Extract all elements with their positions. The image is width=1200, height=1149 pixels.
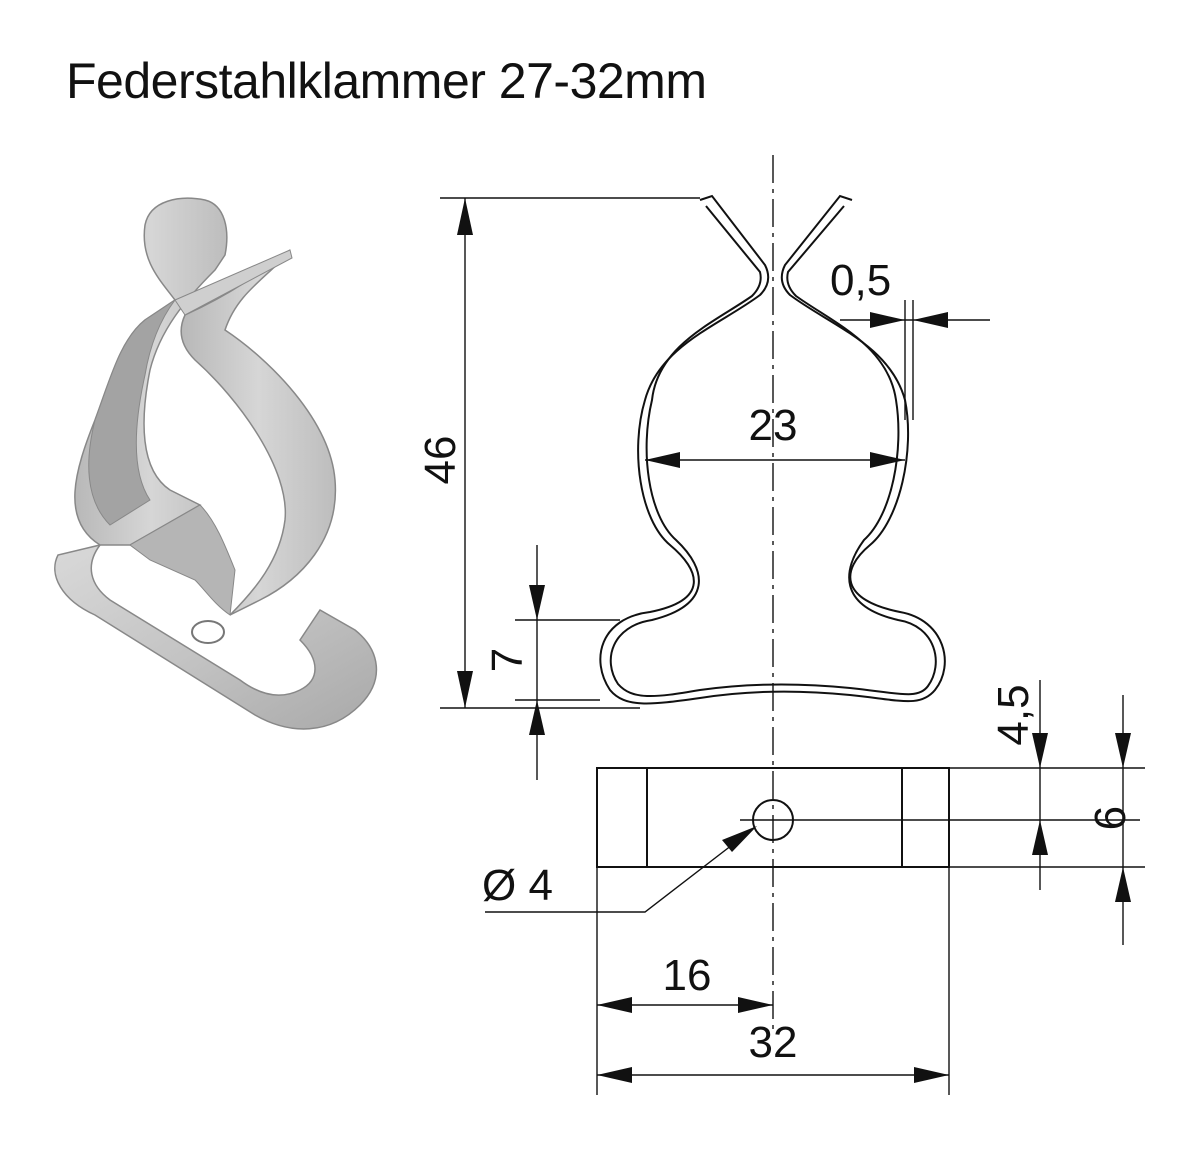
clip-3d-render (54, 197, 377, 730)
dim-total-length: 32 (749, 1018, 798, 1067)
strip-bottom-view (596, 767, 950, 868)
dim-hole-offset: 4,5 (989, 684, 1038, 745)
dim-height-total: 46 (416, 436, 465, 485)
clip-base-strip (54, 543, 377, 730)
drawing-title: Federstahlklammer 27-32mm (66, 53, 707, 109)
dim-half-length: 16 (663, 951, 712, 1000)
dim-inner-width: 23 (749, 401, 798, 450)
clip-profile-outer (599, 194, 946, 705)
dim-hole-diameter: Ø 4 (482, 861, 553, 910)
dim-foot-height: 7 (483, 648, 532, 672)
side-view: 46 0,5 23 7 4,5 9 Ø 4 (416, 155, 1145, 1095)
clip-hole (191, 620, 225, 644)
dim-strip-width: 9 (1085, 806, 1134, 830)
clip-profile-inner (609, 205, 937, 697)
dim-thickness: 0,5 (830, 256, 891, 305)
